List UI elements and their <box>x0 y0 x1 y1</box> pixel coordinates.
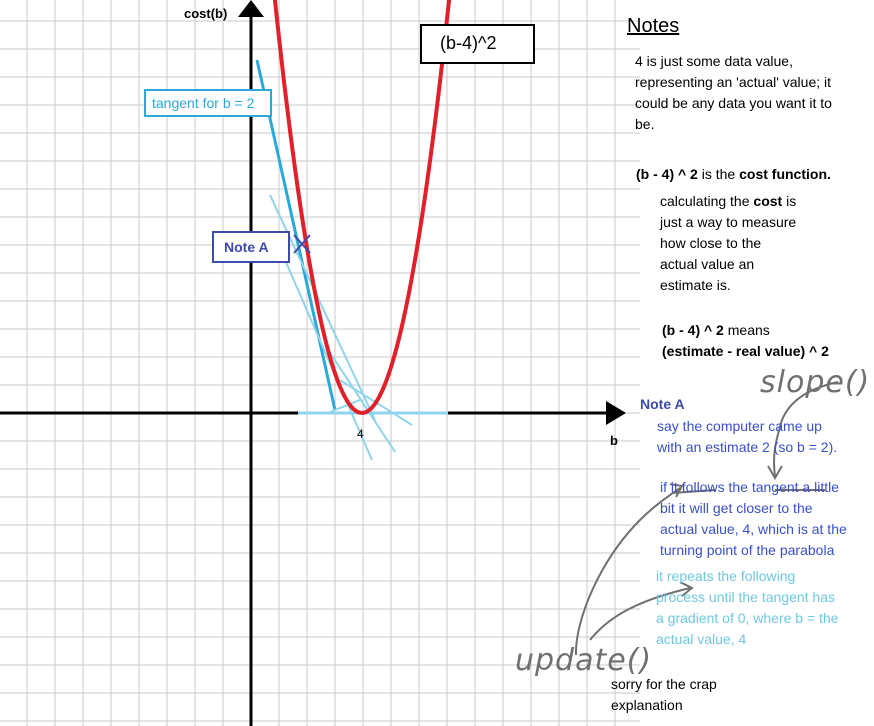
slope-annotation: slope() <box>760 365 871 400</box>
note-a-box: Note A <box>212 231 290 263</box>
annotation-arrows <box>574 381 839 656</box>
x-axis-label: b <box>610 433 618 448</box>
apology-line: sorry for the crap <box>611 676 717 692</box>
tangent-line <box>284 259 373 461</box>
follow-line: bit it will get closer to the <box>660 500 813 516</box>
tangent-line <box>329 399 361 413</box>
repeat-line: process until the tangent has <box>656 589 836 605</box>
notes-p1-line: could be any data you want it to <box>635 95 832 111</box>
repeat-line: actual value, 4 <box>656 631 747 647</box>
notes-paragraph-2: (b - 4) ^ 2 is the cost function. <box>636 164 831 185</box>
notes-p1-line: be. <box>635 116 655 132</box>
update-annotation: update() <box>515 643 653 678</box>
cost-function-formula: (b - 4) ^ 2 <box>636 166 698 182</box>
tangent-line <box>324 344 396 453</box>
notes-p4-text: means <box>723 322 770 338</box>
notes-p4-line: (b - 4) ^ 2 means <box>662 320 770 341</box>
follow-line: actual value, 4, which is at the <box>660 521 847 537</box>
slope-arrow <box>772 381 839 477</box>
notes-p3-line: estimate is. <box>660 277 731 293</box>
x-axis-arrow-icon <box>606 401 626 425</box>
cost-term: cost <box>753 193 783 209</box>
parabola-curve <box>272 0 452 415</box>
tangent-word: tangent <box>751 479 799 495</box>
notes-p2-text: is the <box>697 166 740 182</box>
tangent-lines <box>255 59 448 461</box>
notes-p3-text: calculating the <box>660 193 754 209</box>
x-tick-label: 4 <box>357 427 364 441</box>
note-a-point-marker <box>293 234 311 254</box>
tangent-line <box>269 194 376 421</box>
update-arrow-1 <box>574 487 681 656</box>
repeat-line: a gradient of 0, where b = the <box>656 610 839 626</box>
tangent-label-box: tangent for b = 2 <box>144 89 272 117</box>
tangent-label: tangent for b = 2 <box>152 95 255 111</box>
update-arrow-2 <box>589 587 691 641</box>
apology-line: explanation <box>611 697 683 713</box>
note-a-line: with an estimate 2 (so b = 2). <box>657 439 838 455</box>
notes-heading: Notes <box>627 15 680 37</box>
note-a-line: say the computer came up <box>657 418 822 434</box>
repeat-line: it repeats the following <box>656 568 796 584</box>
notes-p1-line: 4 is just some data value, <box>635 53 793 69</box>
tangent-line <box>255 59 337 411</box>
slope-arrowhead-icon <box>767 465 783 480</box>
follow-text: if it follows the <box>660 479 752 495</box>
y-axis-arrow-icon <box>238 0 264 17</box>
follow-line: if it follows the tangent a little <box>660 477 839 498</box>
note-a-heading: Note A <box>640 396 685 412</box>
notes-p3-text: is <box>782 193 797 209</box>
cost-function-formula: (b - 4) ^ 2 <box>662 322 724 338</box>
y-axis-label: cost(b) <box>184 6 228 21</box>
notes-p3-line: actual value an <box>660 256 755 272</box>
update-arrowhead-1-icon <box>669 483 684 498</box>
notes-p3-line: calculating the cost is <box>660 191 796 212</box>
note-a-label: Note A <box>224 239 269 255</box>
notes-p3-line: how close to the <box>660 235 762 251</box>
notes-p4-line: (estimate - real value) ^ 2 <box>662 343 829 359</box>
function-label: (b-4)^2 <box>440 33 497 53</box>
follow-text: a little <box>798 479 840 495</box>
follow-line: turning point of the parabola <box>660 542 835 558</box>
y-axis <box>238 0 264 726</box>
update-arrowhead-2-icon <box>679 581 694 597</box>
function-label-box: (b-4)^2 <box>420 24 535 64</box>
cost-function-term: cost function. <box>739 166 831 182</box>
notes-p1-line: representing an 'actual' value; it <box>635 74 832 90</box>
grid-lines <box>0 0 640 726</box>
notes-p3-line: just a way to measure <box>660 214 797 230</box>
